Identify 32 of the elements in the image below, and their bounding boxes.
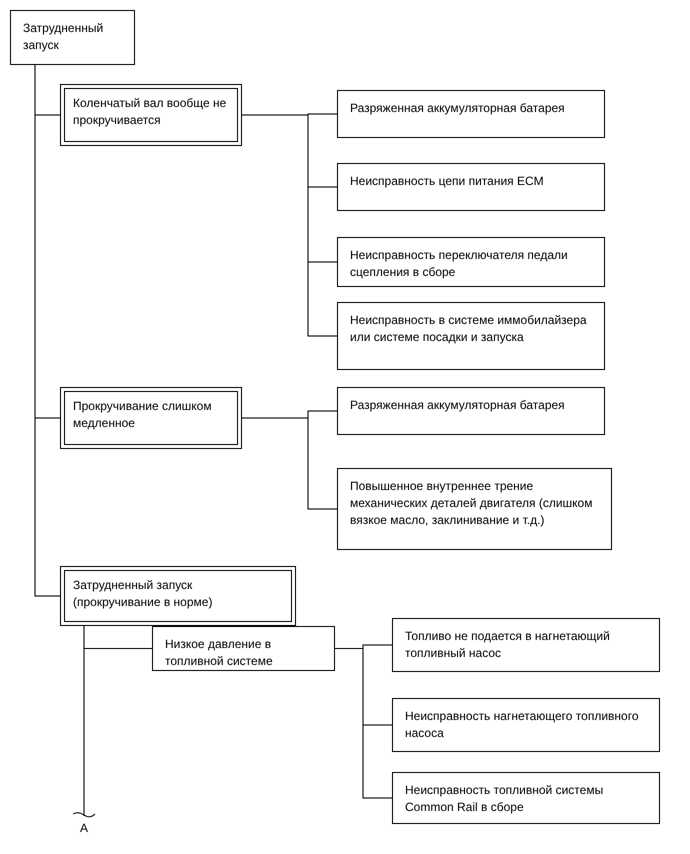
node-text: Неисправность нагнетающего топливного насоса <box>405 708 640 742</box>
cause-box <box>337 163 605 211</box>
node-text: Повышенное внутреннее трение механических деталей двигателя (слишком вязкое масло, заклинивание и т.д.) <box>350 478 594 529</box>
node-text: Разряженная аккумуляторная батарея <box>350 100 566 117</box>
cause-box <box>337 90 605 138</box>
node-text: Неисправность в системе иммобилайзера или системе посадки и запуска <box>350 312 588 346</box>
connector-line <box>334 648 392 798</box>
double-border-box <box>60 84 242 146</box>
cause-box <box>337 237 605 287</box>
cause-box <box>392 698 660 752</box>
node-text: Затрудненный запуск (прокручивание в норме) <box>73 577 214 611</box>
node-text: Неисправность цепи питания ECM <box>350 173 545 190</box>
cause-box <box>337 468 612 550</box>
node-text: Топливо не подается в нагнетающий топливный насос <box>405 628 611 662</box>
node-text: Прокручивание слишком медленное <box>73 398 213 432</box>
double-border-box <box>60 387 242 449</box>
cause-box <box>152 626 335 671</box>
cause-box <box>392 618 660 672</box>
cause-box <box>392 772 660 824</box>
double-border-box <box>60 566 296 626</box>
node-text: Коленчатый вал вообще не прокручивается <box>73 95 228 129</box>
connector-line <box>242 418 338 510</box>
cause-box <box>337 387 605 435</box>
node-text: Низкое давление в топливной системе <box>165 636 274 670</box>
cause-box <box>337 302 605 370</box>
node-text: Неисправность топливной системы Common Rail в сборе <box>405 782 604 816</box>
cause-box <box>10 10 135 65</box>
node-text: Затрудненный запуск <box>23 20 104 54</box>
connector-line <box>242 114 338 336</box>
node-text: Неисправность переключателя педали сцепления в сборе <box>350 247 569 281</box>
node-text: Разряженная аккумуляторная батарея <box>350 397 566 414</box>
node-text: A <box>80 820 88 836</box>
